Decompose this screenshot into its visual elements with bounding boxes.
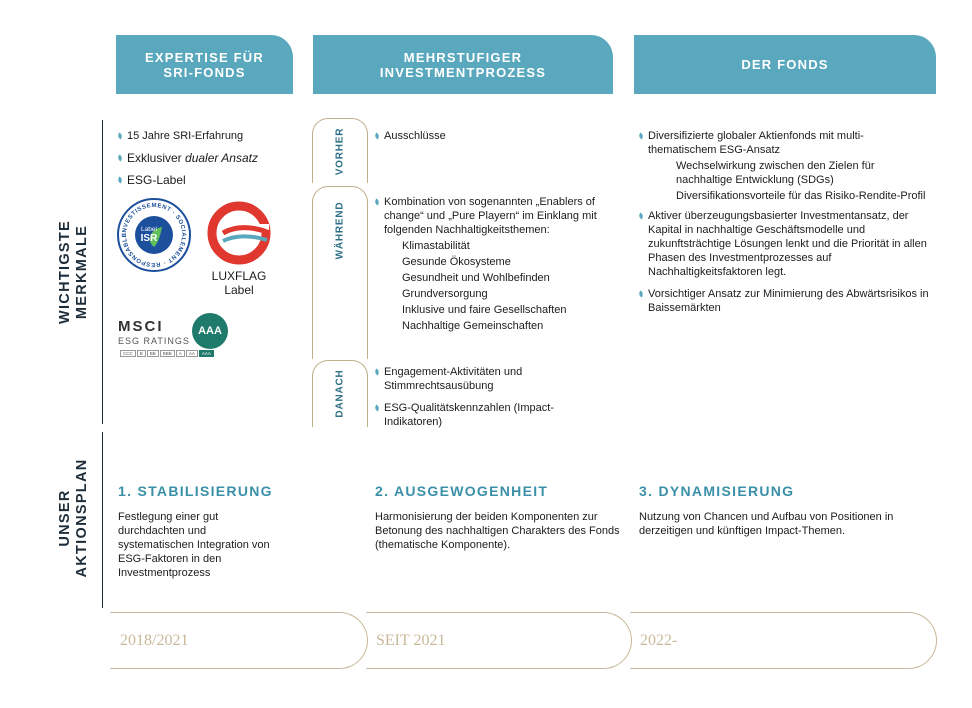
after-engagement-text: Engagement-Aktivitäten und Stimmrechtsau… [384, 366, 523, 392]
header-process-line1: MEHRSTUFIGER [403, 49, 523, 65]
phase-before-label: VORHER [334, 127, 346, 176]
period-step2: SEIT 2021 [366, 612, 632, 669]
msci-scale-aa: AA [185, 350, 198, 357]
period-step3: 2022- [630, 612, 937, 669]
fund-active-text: Aktiver überzeugungsbasierter Investment… [648, 210, 927, 278]
theme-item: Gesunde Ökosysteme [402, 256, 511, 268]
row-label-action-line1: UNSER [57, 489, 73, 547]
phase-during-pill [312, 186, 368, 359]
step2-title: 2. AUSGEWOGENHEIT [375, 483, 549, 499]
fund-sub-item: Diversifikationsvorteile für das Risiko-… [676, 190, 926, 202]
theme-item: Inklusive und faire Gesellschaften [402, 304, 567, 316]
msci-scale-b: B [136, 350, 146, 357]
fund-cautious-text: Vorsichtiger Ansatz zur Minimierung des … [648, 288, 929, 314]
themes-list: Klimastabilität Gesunde Ökosysteme Gesun… [374, 239, 614, 333]
header-fund-line1: DER FONDS [741, 57, 829, 72]
phase-after-pill [312, 360, 368, 427]
header-process-line2: INVESTMENTPROZESS [379, 64, 547, 80]
header-expertise-line2: SRI-FONDS [163, 64, 246, 80]
feature-dual: Exklusiver dualer Ansatz [117, 151, 297, 165]
feature-experience: 15 Jahre SRI-Erfahrung [117, 129, 297, 143]
header-expertise-line1: EXPERTISE FÜR [145, 49, 264, 65]
after-kpis-text: ESG-Qualitätskennzahlen (Impact-Indikato… [384, 402, 554, 428]
phase-after-label: DANACH [334, 369, 346, 418]
msci-scale-bb: BB [146, 350, 159, 357]
isr-center: ISR [141, 233, 158, 244]
luxflag-line2: Label [224, 283, 253, 297]
theme-item: Grundversorgung [402, 288, 488, 300]
phase-during-label: WÄHREND [334, 201, 346, 260]
phase-before-pill [312, 118, 368, 183]
msci-scale-bbb: BBB [159, 350, 175, 357]
fund-diversified-text: Diversifizierte globaler Aktienfonds mit… [648, 130, 864, 156]
msci-badge: AAA [192, 313, 228, 349]
row-label-action: UNSER AKTIONSPLAN [57, 458, 93, 578]
msci-subtitle: ESG RATINGS [118, 336, 190, 346]
fund-diversified: Diversifizierte globaler Aktienfonds mit… [638, 129, 930, 157]
col2-during: Kombination von sogenannten „Enablers of… [374, 195, 614, 335]
msci-scale: CCC B BB BBB A AA AAA [120, 350, 214, 357]
col3-fund: Diversifizierte globaler Aktienfonds mit… [638, 129, 930, 323]
msci-scale-a: A [175, 350, 185, 357]
col2-before: Ausschlüsse [374, 129, 614, 151]
fund-active: Aktiver überzeugungsbasierter Investment… [638, 209, 930, 279]
row-label-features-line2: MERKMALE [74, 224, 90, 320]
step3-text: Nutzung von Chancen und Aufbau von Posit… [639, 511, 894, 537]
fund-cautious: Vorsichtiger Ansatz zur Minimierung des … [638, 287, 930, 315]
luxflag-line1: LUXFLAG [212, 269, 267, 283]
step3-title: 3. DYNAMISIERUNG [639, 483, 795, 499]
luxflag-logo: LUXFLAG Label [207, 201, 271, 297]
before-exclusions-text: Ausschlüsse [384, 130, 446, 142]
msci-scale-aaa: AAA [198, 350, 214, 357]
col2-after: Engagement-Aktivitäten und Stimmrechtsau… [374, 365, 564, 437]
feature-esg-label-text: ESG-Label [127, 173, 186, 187]
after-kpis: ESG-Qualitätskennzahlen (Impact-Indikato… [374, 401, 564, 429]
header-fund: DER FONDS [634, 35, 936, 94]
feature-dual-text: Exklusiver [127, 151, 186, 165]
isr-label-logo: INVESTISSEMENT · SOCIALEMENT · RESPONSAB… [116, 197, 191, 272]
fund-diversified-sub: Wechselwirkung zwischen den Zielen für n… [638, 159, 930, 203]
divider-action [102, 432, 103, 608]
theme-item: Gesundheit und Wohlbefinden [402, 272, 550, 284]
step2-text: Harmonisierung der beiden Komponenten zu… [375, 511, 620, 551]
during-intro-text: Kombination von sogenannten „Enablers of… [384, 196, 597, 236]
after-engagement: Engagement-Aktivitäten und Stimmrechtsau… [374, 365, 564, 393]
msci-esg-rating: MSCI ESG RATINGS AAA CCC B BB BBB A AA A… [118, 313, 238, 360]
row-label-features: WICHTIGSTE MERKMALE [57, 212, 93, 332]
isr-center-top: Label [141, 226, 157, 233]
feature-dual-italic: dualer Ansatz [185, 151, 258, 165]
theme-item: Nachhaltige Gemeinschaften [402, 320, 544, 332]
divider-features [102, 120, 103, 424]
col1-features: 15 Jahre SRI-Erfahrung Exklusiver dualer… [117, 129, 297, 195]
step1-title: 1. STABILISIERUNG [118, 483, 273, 499]
step1-text: Festlegung einer gut durchdachten und sy… [118, 511, 270, 579]
msci-scale-ccc: CCC [120, 350, 136, 357]
feature-esg-label: ESG-Label [117, 173, 297, 187]
row-label-features-line1: WICHTIGSTE [57, 219, 73, 325]
fund-sub-item: Wechselwirkung zwischen den Zielen für n… [676, 160, 875, 186]
msci-title: MSCI [118, 318, 164, 335]
during-intro: Kombination von sogenannten „Enablers of… [374, 195, 614, 237]
before-exclusions: Ausschlüsse [374, 129, 614, 143]
theme-item: Klimastabilität [402, 240, 470, 252]
feature-experience-text: 15 Jahre SRI-Erfahrung [127, 130, 244, 142]
period-step1: 2018/2021 [110, 612, 368, 669]
row-label-action-line2: AKTIONSPLAN [74, 458, 90, 578]
